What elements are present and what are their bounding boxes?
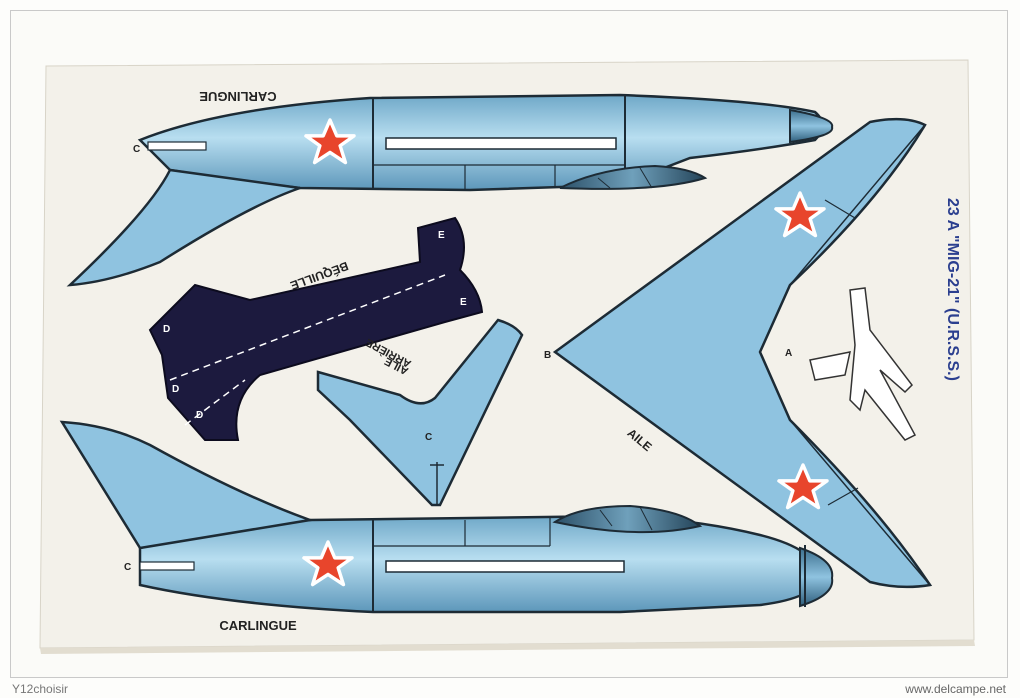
watermark-seller: Y12choisir [12, 682, 69, 696]
bequille-skid [148, 216, 484, 441]
label-carlingue-bottom: CARLINGUE [219, 618, 297, 633]
tab-e-2: E [460, 297, 467, 308]
fuselage-top [66, 93, 834, 287]
label-carlingue-top: CARLINGUE [199, 89, 277, 104]
tab-e-1: E [438, 230, 445, 241]
watermark-site: www.delcampe.net [905, 682, 1006, 696]
tab-b: B [544, 350, 551, 361]
assembly-diagram [809, 287, 917, 441]
fuselage-bottom [59, 420, 834, 614]
tab-d-2: D [172, 384, 179, 395]
tab-d-3: D [196, 410, 203, 421]
tab-d-1: D [163, 324, 170, 335]
tail-wing [316, 318, 524, 507]
tab-c-tail: C [425, 432, 432, 443]
tab-a: A [785, 348, 792, 359]
main-wing [552, 117, 933, 589]
model-title: 23 A "MIG-21" (U.R.S.S.) [944, 198, 961, 381]
tab-c-bottom: C [124, 562, 131, 573]
tab-c-top: C [133, 144, 140, 155]
